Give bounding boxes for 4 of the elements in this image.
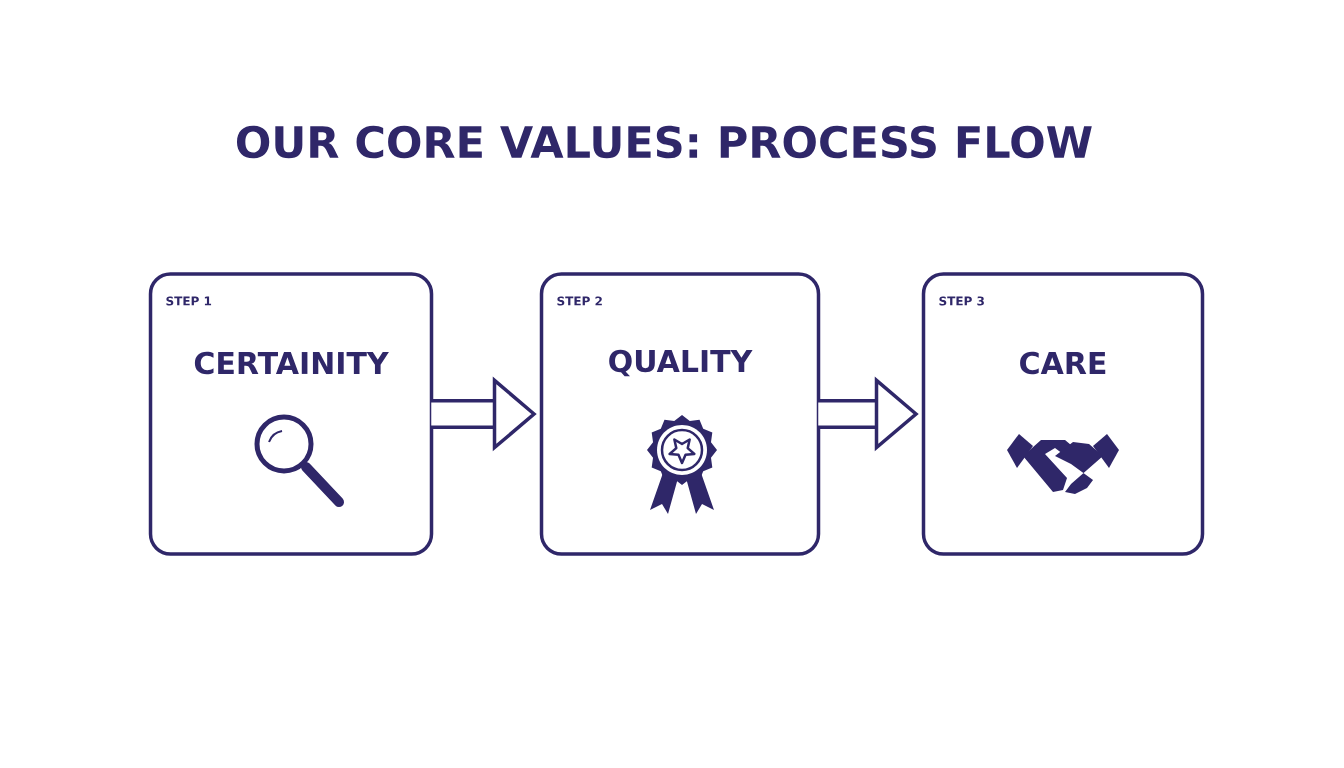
step-box: STEP 3 CARE [921,272,1205,556]
title: OUR CORE VALUES: PROCESS FLOW [237,125,1092,159]
step-box: STEP 1 CERTAINITY [148,272,434,556]
step-box: STEP 2 QUALITY [539,272,821,556]
